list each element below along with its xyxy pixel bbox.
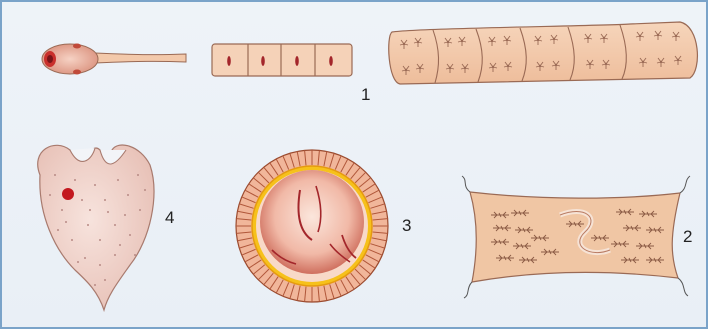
label-one: 1: [361, 85, 370, 105]
muscle-tissue: [462, 176, 690, 298]
egg-cell: [236, 150, 388, 302]
sperm-cell: [42, 44, 186, 75]
label-three: 3: [402, 216, 411, 236]
branched-cell-chain: [389, 22, 698, 84]
label-two: 2: [683, 227, 692, 247]
epithelial-cell-row: [212, 44, 352, 76]
cell-four: [38, 145, 154, 310]
label-four: 4: [165, 208, 174, 228]
